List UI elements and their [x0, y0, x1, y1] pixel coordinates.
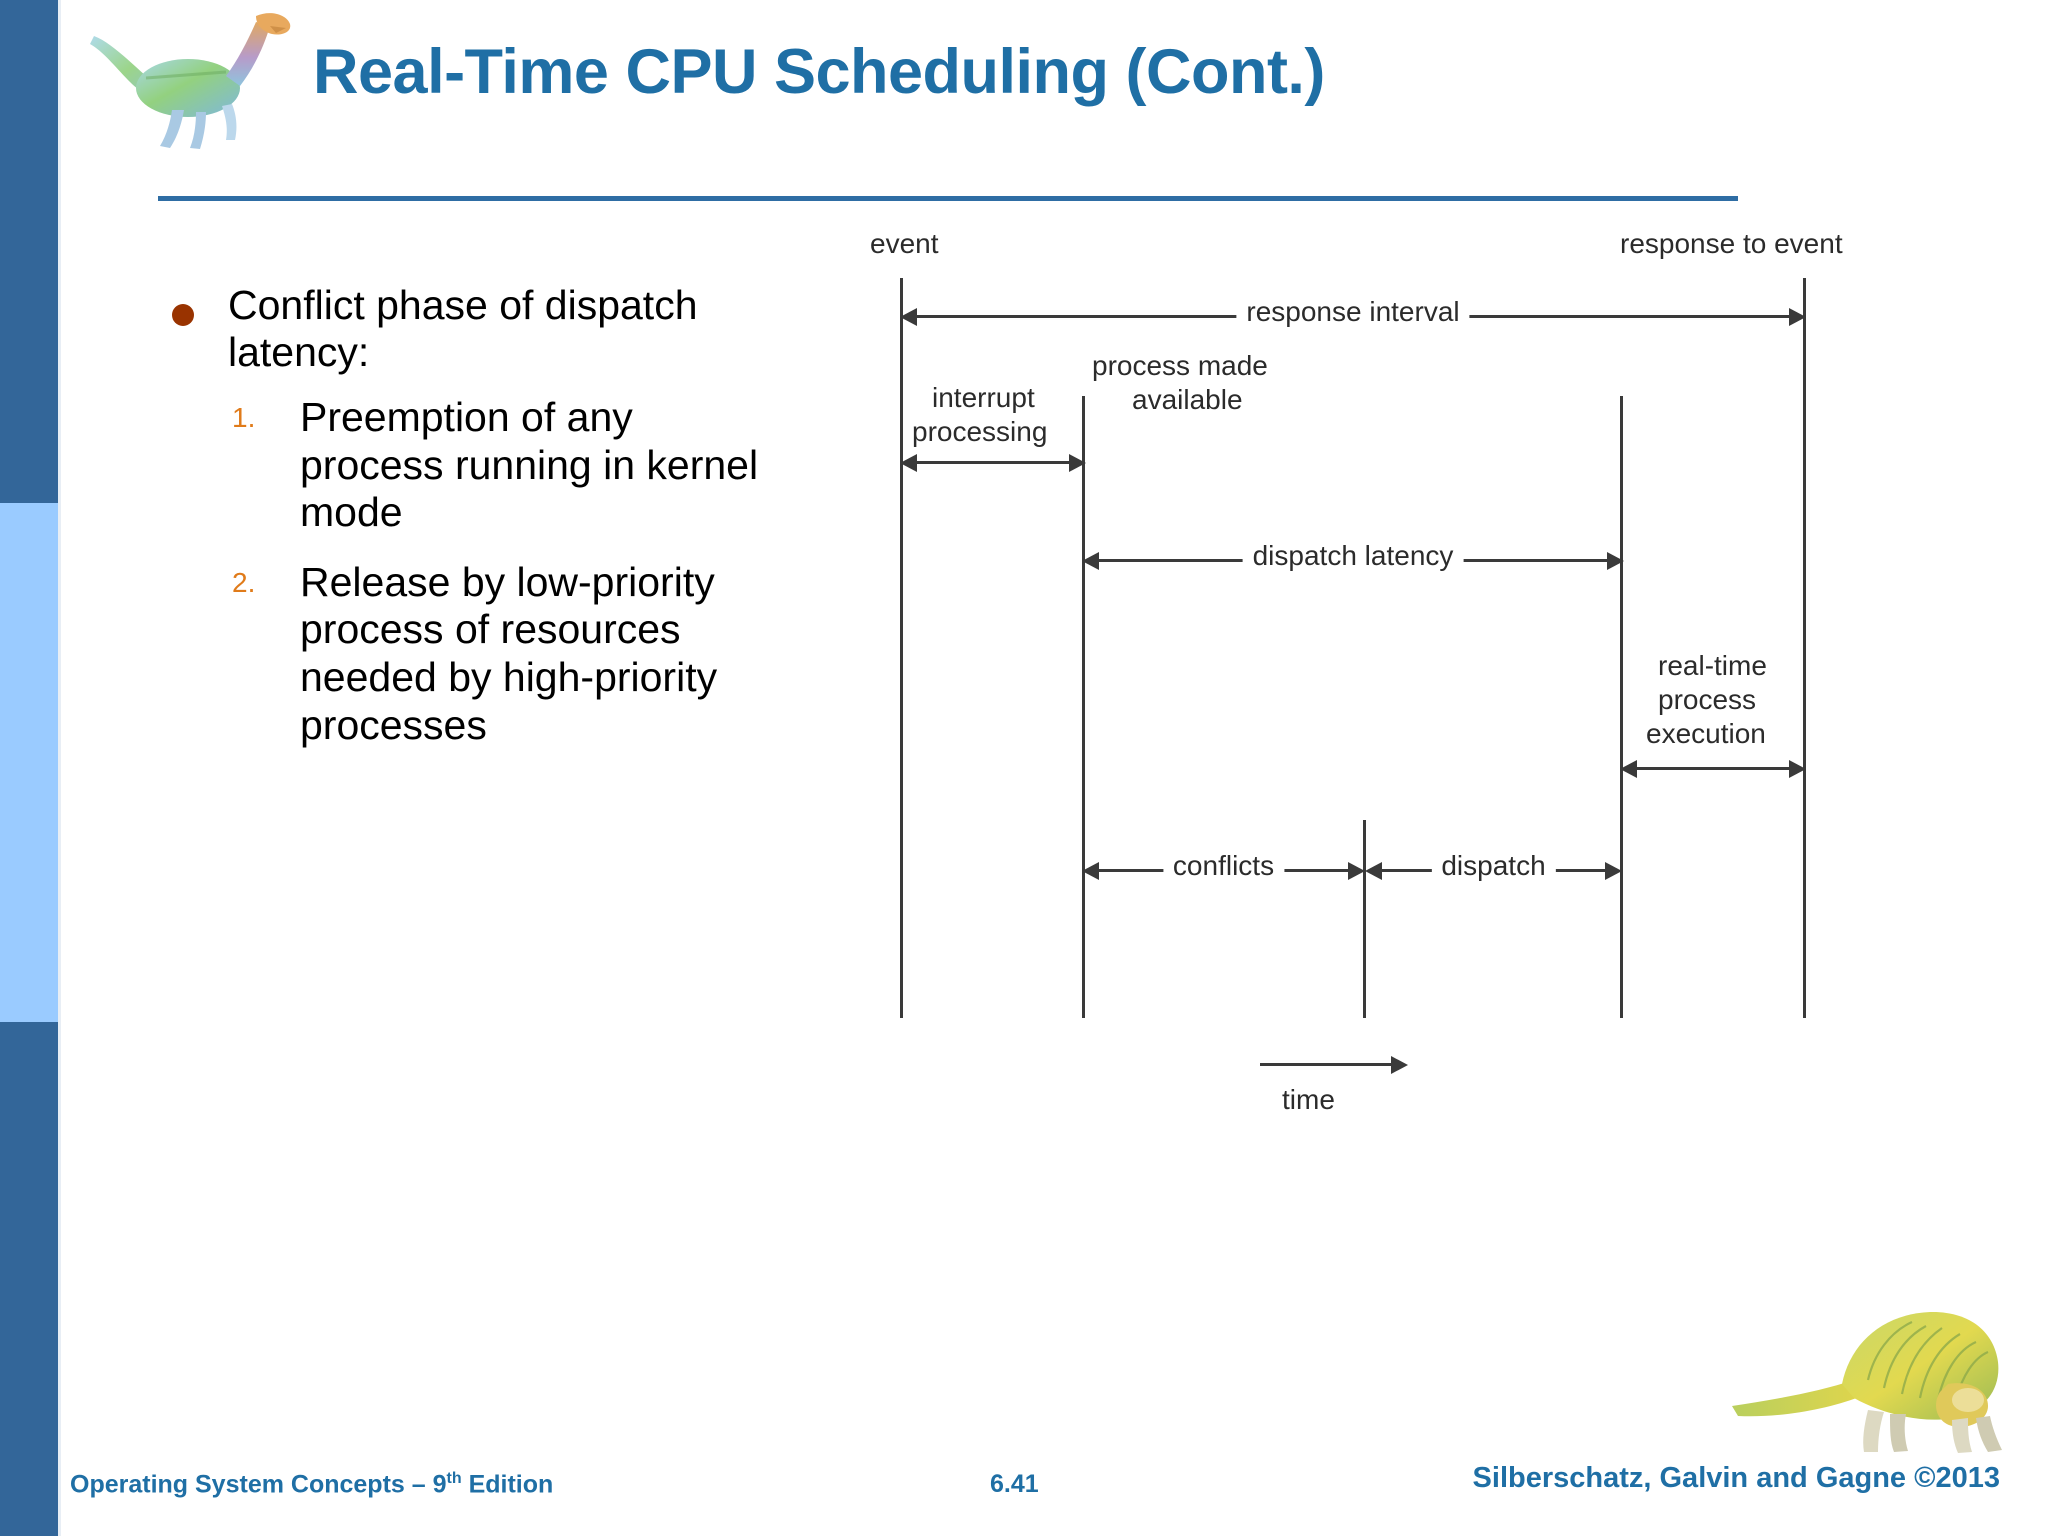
list-item-number: 2. — [232, 566, 256, 598]
arrow-real-time-execution — [1620, 756, 1806, 782]
diagram-label-interrupt-line1: interrupt — [932, 382, 1035, 413]
page-title: Real-Time CPU Scheduling (Cont.) — [313, 37, 1325, 107]
list-item: 2. Release by low-priority process of re… — [150, 559, 770, 749]
diagram-label-real-time-line2: process — [1658, 684, 1757, 715]
bullet-text: Conflict phase of dispatch latency: — [228, 282, 698, 376]
dinosaur-illustration-icon — [1732, 1311, 2002, 1453]
rail-segment-middle — [0, 503, 58, 1022]
timeline-process-made-available — [1082, 396, 1085, 1018]
arrowhead-left-icon — [1365, 862, 1382, 880]
arrow-label-dispatch-latency: dispatch latency — [1242, 540, 1464, 572]
arrowhead-left-icon — [1620, 760, 1637, 778]
arrowhead-left-icon — [900, 308, 917, 326]
arrow-label-conflicts: conflicts — [1162, 850, 1285, 882]
bullet-item-conflict-phase: Conflict phase of dispatch latency: — [150, 282, 770, 376]
bullet-dot-icon — [172, 304, 194, 326]
list-item-number: 1. — [232, 402, 256, 434]
bullet-content: Conflict phase of dispatch latency: 1. P… — [150, 282, 770, 771]
diagram-label-processing-line2: processing — [912, 416, 1048, 447]
rail-segment-bottom — [0, 1022, 58, 1536]
footer-edition-ordinal: th — [446, 1470, 462, 1487]
footer-edition-post: Edition — [461, 1470, 554, 1499]
dinosaur-logo-icon — [90, 13, 291, 149]
diagram-label-response-to-event: response to event — [1620, 228, 1843, 259]
rail-edge — [58, 0, 61, 1536]
arrowhead-right-icon — [1789, 760, 1806, 778]
list-item: 1. Preemption of any process running in … — [150, 394, 770, 537]
diagram-label-process-made-available-line2: available — [1132, 384, 1243, 415]
arrowhead-right-icon — [1789, 308, 1806, 326]
footer-edition-text: Operating System Concepts – 9th Edition — [70, 1470, 553, 1499]
arrowhead-right-icon — [1391, 1056, 1408, 1074]
diagram-label-event: event — [870, 228, 939, 259]
arrow-dispatch: dispatch — [1365, 850, 1622, 884]
arrow-bar — [1260, 1063, 1394, 1066]
numbered-list: 1. Preemption of any process running in … — [150, 394, 770, 749]
diagram-label-real-time-line3: execution — [1646, 718, 1766, 749]
arrowhead-right-icon — [1348, 862, 1365, 880]
list-item-text: Release by low-priority process of resou… — [300, 558, 718, 748]
arrow-bar — [914, 461, 1072, 464]
arrowhead-left-icon — [1082, 862, 1099, 880]
footer-edition-pre: Operating System Concepts – 9 — [70, 1470, 447, 1499]
arrow-label-response-interval: response interval — [1236, 296, 1470, 328]
diagram-label-process-made-available-line1: process made — [1092, 350, 1268, 381]
arrow-dispatch-latency: dispatch latency — [1082, 540, 1624, 574]
diagram-label-time: time — [1282, 1084, 1335, 1115]
title-divider — [158, 196, 1738, 201]
arrow-label-dispatch: dispatch — [1431, 850, 1556, 882]
arrowhead-left-icon — [900, 454, 917, 472]
left-color-rail — [0, 0, 58, 1536]
arrow-interrupt-processing — [900, 450, 1086, 476]
slide-footer: Operating System Concepts – 9th Edition … — [0, 1440, 2048, 1536]
arrow-bar — [1634, 767, 1792, 770]
timeline-response — [1803, 278, 1806, 1018]
arrow-response-interval: response interval — [900, 296, 1806, 330]
timeline-dispatch-end — [1620, 396, 1623, 1018]
slide-header: Real-Time CPU Scheduling (Cont.) — [58, 0, 2048, 201]
arrowhead-left-icon — [1082, 552, 1099, 570]
diagram-label-real-time-line1: real-time — [1658, 650, 1767, 681]
timeline-event — [900, 278, 903, 1018]
footer-copyright: Silberschatz, Galvin and Gagne ©2013 — [1472, 1462, 2000, 1494]
arrowhead-right-icon — [1605, 862, 1622, 880]
arrowhead-right-icon — [1069, 454, 1086, 472]
arrowhead-right-icon — [1607, 552, 1624, 570]
timeline-conflicts-dispatch-split — [1363, 820, 1366, 1018]
rail-segment-top — [0, 0, 58, 503]
arrow-conflicts: conflicts — [1082, 850, 1365, 884]
footer-page-number: 6.41 — [990, 1470, 1039, 1498]
arrow-time-axis — [1260, 1052, 1408, 1078]
list-item-text: Preemption of any process running in ker… — [300, 394, 759, 536]
dispatch-latency-diagram: event response to event response interva… — [820, 210, 1940, 1140]
